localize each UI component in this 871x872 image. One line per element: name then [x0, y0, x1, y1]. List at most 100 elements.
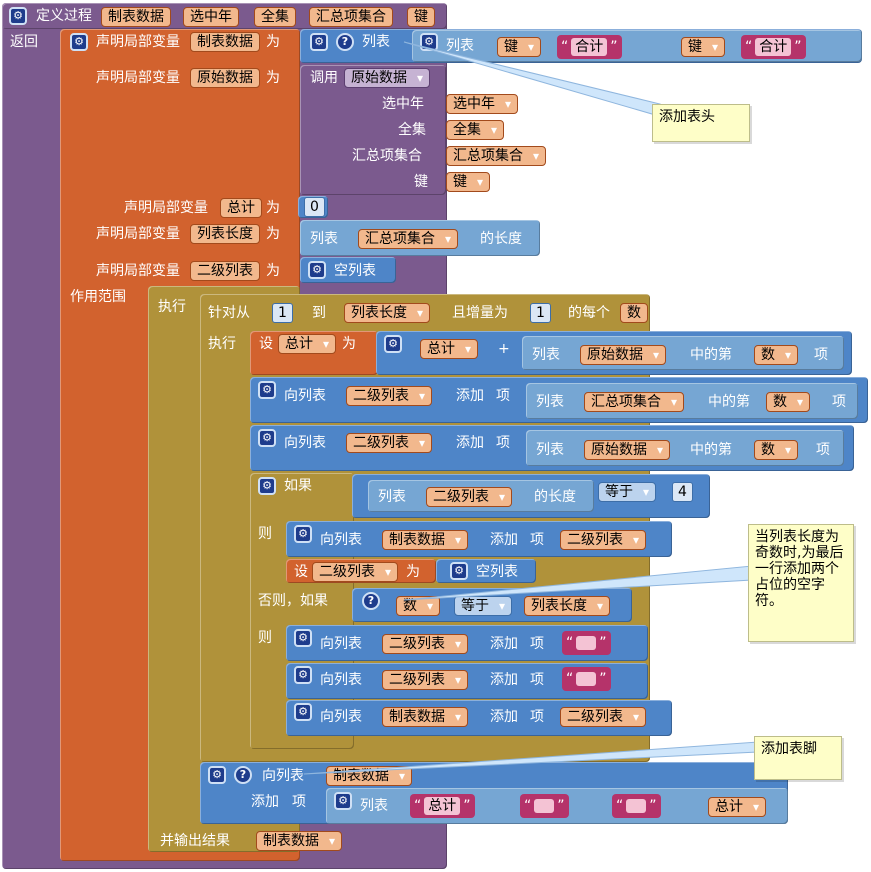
in-list-index-label: 中的第 — [708, 394, 750, 410]
text-value: 合计 — [571, 38, 608, 56]
do-label: 执行 — [208, 336, 236, 352]
as-label: 为 — [406, 564, 420, 580]
var-second-list[interactable]: 二级列表 — [426, 487, 512, 507]
number-four[interactable]: 4 — [672, 482, 693, 502]
arg-label-all: 全集 — [398, 122, 426, 138]
gear-icon[interactable]: ⚙ — [9, 7, 27, 25]
gear-icon[interactable]: ⚙ — [294, 703, 312, 721]
var-second-list[interactable]: 二级列表 — [346, 386, 432, 406]
param-all[interactable]: 全集 — [254, 7, 296, 27]
param-year[interactable]: 选中年 — [183, 7, 239, 27]
comment-odd[interactable]: 当列表长度为奇数时,为最后一行添加两个占位的空字符。 — [748, 524, 854, 642]
gear-icon[interactable]: ⚙ — [258, 429, 276, 447]
var-key[interactable]: 键 — [681, 37, 725, 57]
arg-summary[interactable]: 汇总项集合 — [446, 146, 546, 166]
procedure-name[interactable]: 制表数据 — [101, 7, 171, 27]
item-label: 项 — [496, 435, 510, 451]
list-label: 列表 — [446, 38, 474, 54]
param-summary[interactable]: 汇总项集合 — [309, 7, 393, 27]
list-label: 列表 — [536, 394, 564, 410]
var-total[interactable]: 总计 — [420, 339, 478, 359]
length-of-label: 的长度 — [534, 489, 576, 505]
var-num[interactable]: 数 — [766, 392, 810, 412]
gear-icon[interactable]: ⚙ — [334, 792, 352, 810]
var-raw-data[interactable]: 原始数据 — [584, 440, 670, 460]
text-heji[interactable]: “合计” — [557, 35, 622, 59]
help-icon[interactable]: ? — [336, 33, 354, 51]
item-label: 项 — [832, 394, 846, 410]
text-empty[interactable]: “” — [612, 794, 661, 818]
equals-operator[interactable]: 等于 — [598, 482, 656, 502]
var-second-list[interactable]: 二级列表 — [382, 670, 468, 690]
arg-all[interactable]: 全集 — [446, 120, 504, 140]
gear-icon[interactable]: ⚙ — [258, 477, 276, 495]
gear-icon[interactable]: ⚙ — [294, 525, 312, 543]
gear-icon[interactable]: ⚙ — [258, 381, 276, 399]
help-icon[interactable]: ? — [362, 592, 380, 610]
text-empty[interactable]: “” — [562, 667, 611, 691]
number-one[interactable]: 1 — [272, 303, 293, 323]
text-heji[interactable]: “合计” — [741, 35, 806, 59]
add-label: 添加 — [490, 672, 518, 688]
list-label: 列表 — [532, 347, 560, 363]
var-total[interactable]: 总计 — [708, 797, 766, 817]
var-num[interactable]: 数 — [754, 345, 798, 365]
call-proc-name[interactable]: 原始数据 — [344, 68, 430, 88]
param-key[interactable]: 键 — [407, 7, 435, 27]
var-total[interactable]: 总计 — [278, 334, 336, 354]
gear-icon[interactable]: ⚙ — [208, 766, 226, 784]
add-label: 添加 — [490, 532, 518, 548]
var-num[interactable]: 数 — [754, 440, 798, 460]
equals-operator[interactable]: 等于 — [454, 596, 512, 616]
var-table-data[interactable]: 制表数据 — [382, 707, 468, 727]
text-zongji[interactable]: “总计” — [410, 794, 475, 818]
and-output-label: 并输出结果 — [160, 833, 230, 849]
var-second-list[interactable]: 二级列表 — [346, 433, 432, 453]
var-table-data[interactable]: 制表数据 — [326, 766, 412, 786]
item-label: 项 — [530, 532, 544, 548]
text-empty[interactable]: “” — [520, 794, 569, 818]
var-table-data[interactable]: 制表数据 — [256, 831, 342, 851]
local-var-list-len[interactable]: 列表长度 — [190, 224, 260, 244]
local-var-second-list[interactable]: 二级列表 — [190, 261, 260, 281]
set-label: 设 — [259, 336, 273, 352]
arg-year[interactable]: 选中年 — [446, 94, 518, 114]
number-zero[interactable]: 0 — [304, 197, 325, 217]
add-label: 添加 — [490, 636, 518, 652]
local-var-table-data[interactable]: 制表数据 — [190, 32, 260, 52]
gear-icon[interactable]: ⚙ — [70, 33, 88, 51]
var-second-list[interactable]: 二级列表 — [382, 634, 468, 654]
var-second-list[interactable]: 二级列表 — [312, 562, 398, 582]
var-summary-set[interactable]: 汇总项集合 — [584, 392, 684, 412]
text-empty[interactable]: “” — [562, 631, 611, 655]
call-label: 调用 — [310, 70, 338, 86]
list-label: 列表 — [362, 34, 390, 50]
help-icon[interactable]: ? — [234, 766, 252, 784]
gear-icon[interactable]: ⚙ — [294, 666, 312, 684]
comment-footer[interactable]: 添加表脚 — [754, 736, 842, 780]
gear-icon[interactable]: ⚙ — [450, 562, 468, 580]
var-key[interactable]: 键 — [497, 37, 541, 57]
var-list-len[interactable]: 列表长度 — [344, 303, 430, 323]
list-label: 列表 — [378, 489, 406, 505]
var-summary-set[interactable]: 汇总项集合 — [358, 229, 458, 249]
list-label: 列表 — [360, 798, 388, 814]
var-second-list[interactable]: 二级列表 — [560, 530, 646, 550]
gear-icon[interactable]: ⚙ — [384, 335, 402, 353]
gear-icon[interactable]: ⚙ — [308, 261, 326, 279]
gear-icon[interactable]: ⚙ — [310, 33, 328, 51]
var-list-len[interactable]: 列表长度 — [524, 596, 610, 616]
gear-icon[interactable]: ⚙ — [294, 629, 312, 647]
local-var-total[interactable]: 总计 — [220, 198, 262, 218]
step-label: 且增量为 — [452, 305, 508, 321]
var-raw-data[interactable]: 原始数据 — [580, 345, 666, 365]
number-one[interactable]: 1 — [530, 303, 551, 323]
gear-icon[interactable]: ⚙ — [420, 33, 438, 51]
local-var-raw-data[interactable]: 原始数据 — [190, 68, 260, 88]
var-second-list[interactable]: 二级列表 — [560, 707, 646, 727]
loop-var-num[interactable]: 数 — [620, 303, 648, 323]
arg-key[interactable]: 键 — [446, 172, 490, 192]
var-num[interactable]: 数 — [396, 596, 440, 616]
var-table-data[interactable]: 制表数据 — [382, 530, 468, 550]
comment-header[interactable]: 添加表头 — [652, 104, 750, 142]
